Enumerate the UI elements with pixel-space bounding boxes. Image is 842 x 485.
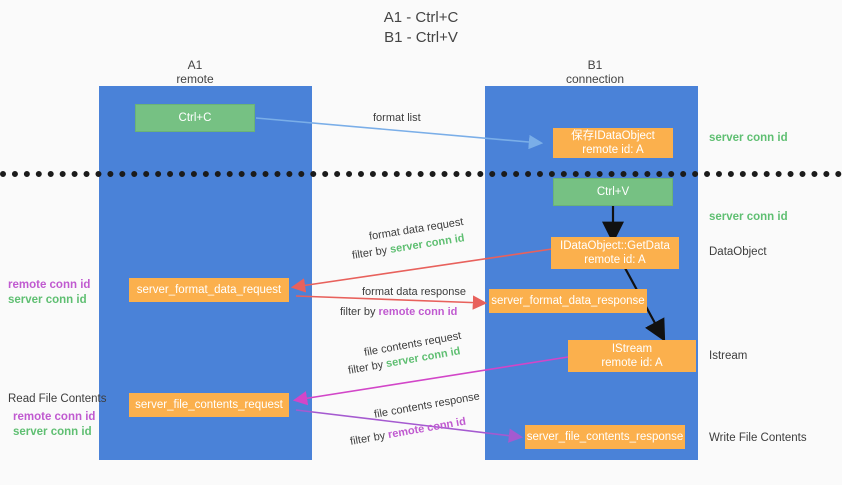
label-remote-conn-id-file: remote conn id [13,411,96,423]
box-idataobject-getdata[interactable]: IDataObject::GetData remote id: A [551,237,679,269]
arrow-format-data-response [295,295,488,310]
label-server-conn-id-file: server conn id [13,426,92,438]
box-save-idataobject-label: 保存IDataObject remote id: A [571,130,655,156]
box-server-file-contents-request-label: server_file_contents_request [135,399,283,411]
arrow-file-contents-response [295,409,524,443]
box-server-file-contents-response-label: server_file_contents_response [526,431,684,443]
box-server-format-data-response[interactable]: server_format_data_response [489,289,647,313]
lane-b1-name: B1 [587,58,603,72]
lane-b1-sub: connection [565,72,625,86]
label-server-conn-id-top: server conn id [709,132,788,144]
box-istream-label: IStream remote id: A [601,343,663,369]
lane-header-b1: B1 connection [535,58,655,86]
label-server-conn-id-format: server conn id [8,294,87,306]
box-istream[interactable]: IStream remote id: A [568,340,696,372]
box-server-format-data-request[interactable]: server_format_data_request [129,278,289,302]
title-line-1: A1 - Ctrl+C [383,9,459,26]
label-remote-conn-id-format: remote conn id [8,279,91,291]
box-server-file-contents-response[interactable]: server_file_contents_response [525,425,685,449]
edge-label-format-data-response-filter: filter by remote conn id [340,305,457,320]
label-read-file-contents: Read File Contents [8,393,107,405]
label-write-file-contents: Write File Contents [709,432,807,444]
box-ctrl-v-label: Ctrl+V [596,186,630,198]
label-group-file-conn-ids: remote conn id server conn id [13,410,95,440]
box-server-format-data-request-label: server_format_data_request [136,284,282,296]
lane-a1-name: A1 [187,58,203,72]
label-server-conn-id-mid: server conn id [709,211,788,223]
box-save-idataobject[interactable]: 保存IDataObject remote id: A [553,128,673,158]
label-dataobject: DataObject [709,246,767,258]
box-ctrl-c-label: Ctrl+C [178,112,212,124]
filter-value-2: remote conn id [378,306,458,318]
page-title: A1 - Ctrl+C B1 - Ctrl+V [0,8,842,48]
filter-prefix-2: filter by [340,306,379,318]
lane-header-a1: A1 remote [135,58,255,86]
edge-label-format-list: format list [373,112,421,124]
box-server-file-contents-request[interactable]: server_file_contents_request [129,393,289,417]
arrow-file-contents-request [292,356,569,406]
box-ctrl-v[interactable]: Ctrl+V [553,178,673,206]
box-ctrl-c[interactable]: Ctrl+C [135,104,255,132]
box-idataobject-getdata-label: IDataObject::GetData remote id: A [560,240,670,266]
arrow-format-list [255,117,544,150]
label-istream: Istream [709,350,748,362]
title-line-2: B1 - Ctrl+V [384,29,458,46]
box-server-format-data-response-label: server_format_data_response [491,295,645,307]
arrow-format-data-request [290,248,553,293]
phase-divider [0,171,842,177]
lane-a1-sub: remote [176,72,214,86]
edge-label-format-data-response: format data response [362,286,466,298]
label-group-format-conn-ids: remote conn id server conn id [8,278,90,308]
